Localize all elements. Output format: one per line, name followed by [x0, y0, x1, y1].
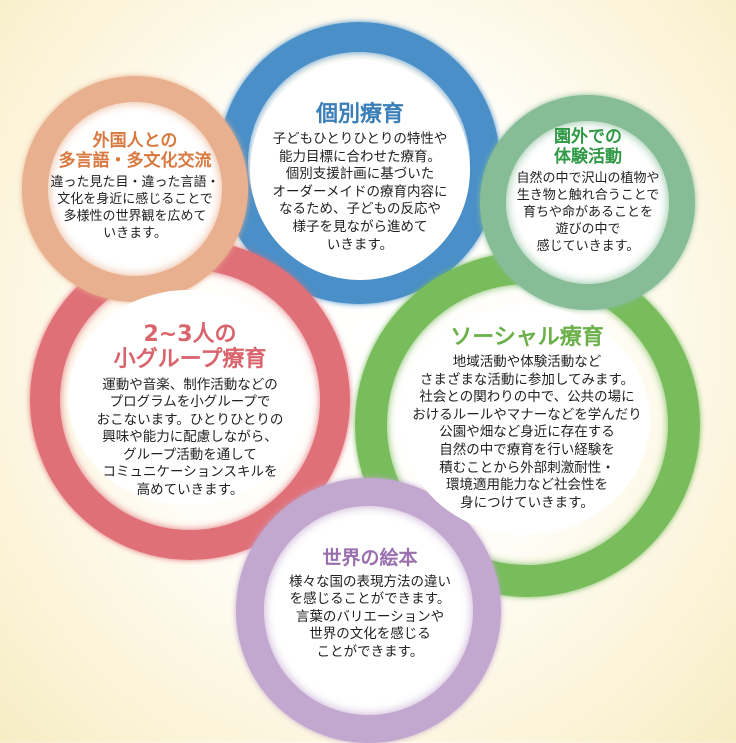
disc-social [400, 305, 650, 535]
circle-multilingual: 外国人との 多言語・多文化交流 違った見た目・違った言語・ 文化を身近に感じるこ… [35, 131, 235, 243]
disc-individual [250, 60, 470, 280]
circle-picture-books: 世界の絵本 様々な国の表現方法の違い を感じることができます。 言葉のバリエーシ… [260, 547, 480, 662]
title-individual: 個別療育 [315, 102, 404, 127]
ring-picture-books [236, 478, 501, 743]
body-multilingual: 違った見た目・違った言語・ 文化を身近に感じることで 多様性の世界観を広めて い… [50, 175, 220, 241]
body-small-group: 運動や音楽、制作活動などの プログラムを小グループで おこないます。ひとりひとり… [96, 376, 284, 498]
disc-small-group [68, 290, 308, 505]
body-outdoor: 自然の中で沢山の植物や 生き物と触れ合うことで 育ちや命があることを 遊びの中で… [516, 171, 660, 254]
circle-social: ソーシャル療育 地域活動や体験活動など さまざまな活動に参加してみます。 社会と… [382, 325, 672, 512]
title-social: ソーシャル療育 [450, 325, 604, 350]
circle-small-group: 2~3人の 小グループ療育 運動や音楽、制作活動などの プログラムを小グループで… [70, 322, 310, 499]
circle-outdoor: 園外での 体験活動 自然の中で沢山の植物や 生き物と触れ合うことで 育ちや命があ… [493, 127, 683, 256]
title-outdoor: 園外での 体験活動 [554, 127, 622, 167]
title-multilingual: 外国人との 多言語・多文化交流 [58, 131, 212, 171]
title-small-group: 2~3人の 小グループ療育 [113, 322, 267, 373]
title-picture-books: 世界の絵本 [322, 547, 418, 569]
body-individual: 子どもひとりひとりの特性や 能力目標に合わせた療育。 個別支援計画に基づいた オ… [272, 131, 448, 253]
body-social: 地域活動や体験活動など さまざまな活動に参加してみます。 社会との関わりの中で、… [412, 354, 642, 511]
circle-individual: 個別療育 子どもひとりひとりの特性や 能力目標に合わせた療育。 個別支援計画に基… [240, 102, 480, 254]
body-picture-books: 様々な国の表現方法の違い を感じることができます。 言葉のバリエーションや 世界… [289, 573, 451, 661]
